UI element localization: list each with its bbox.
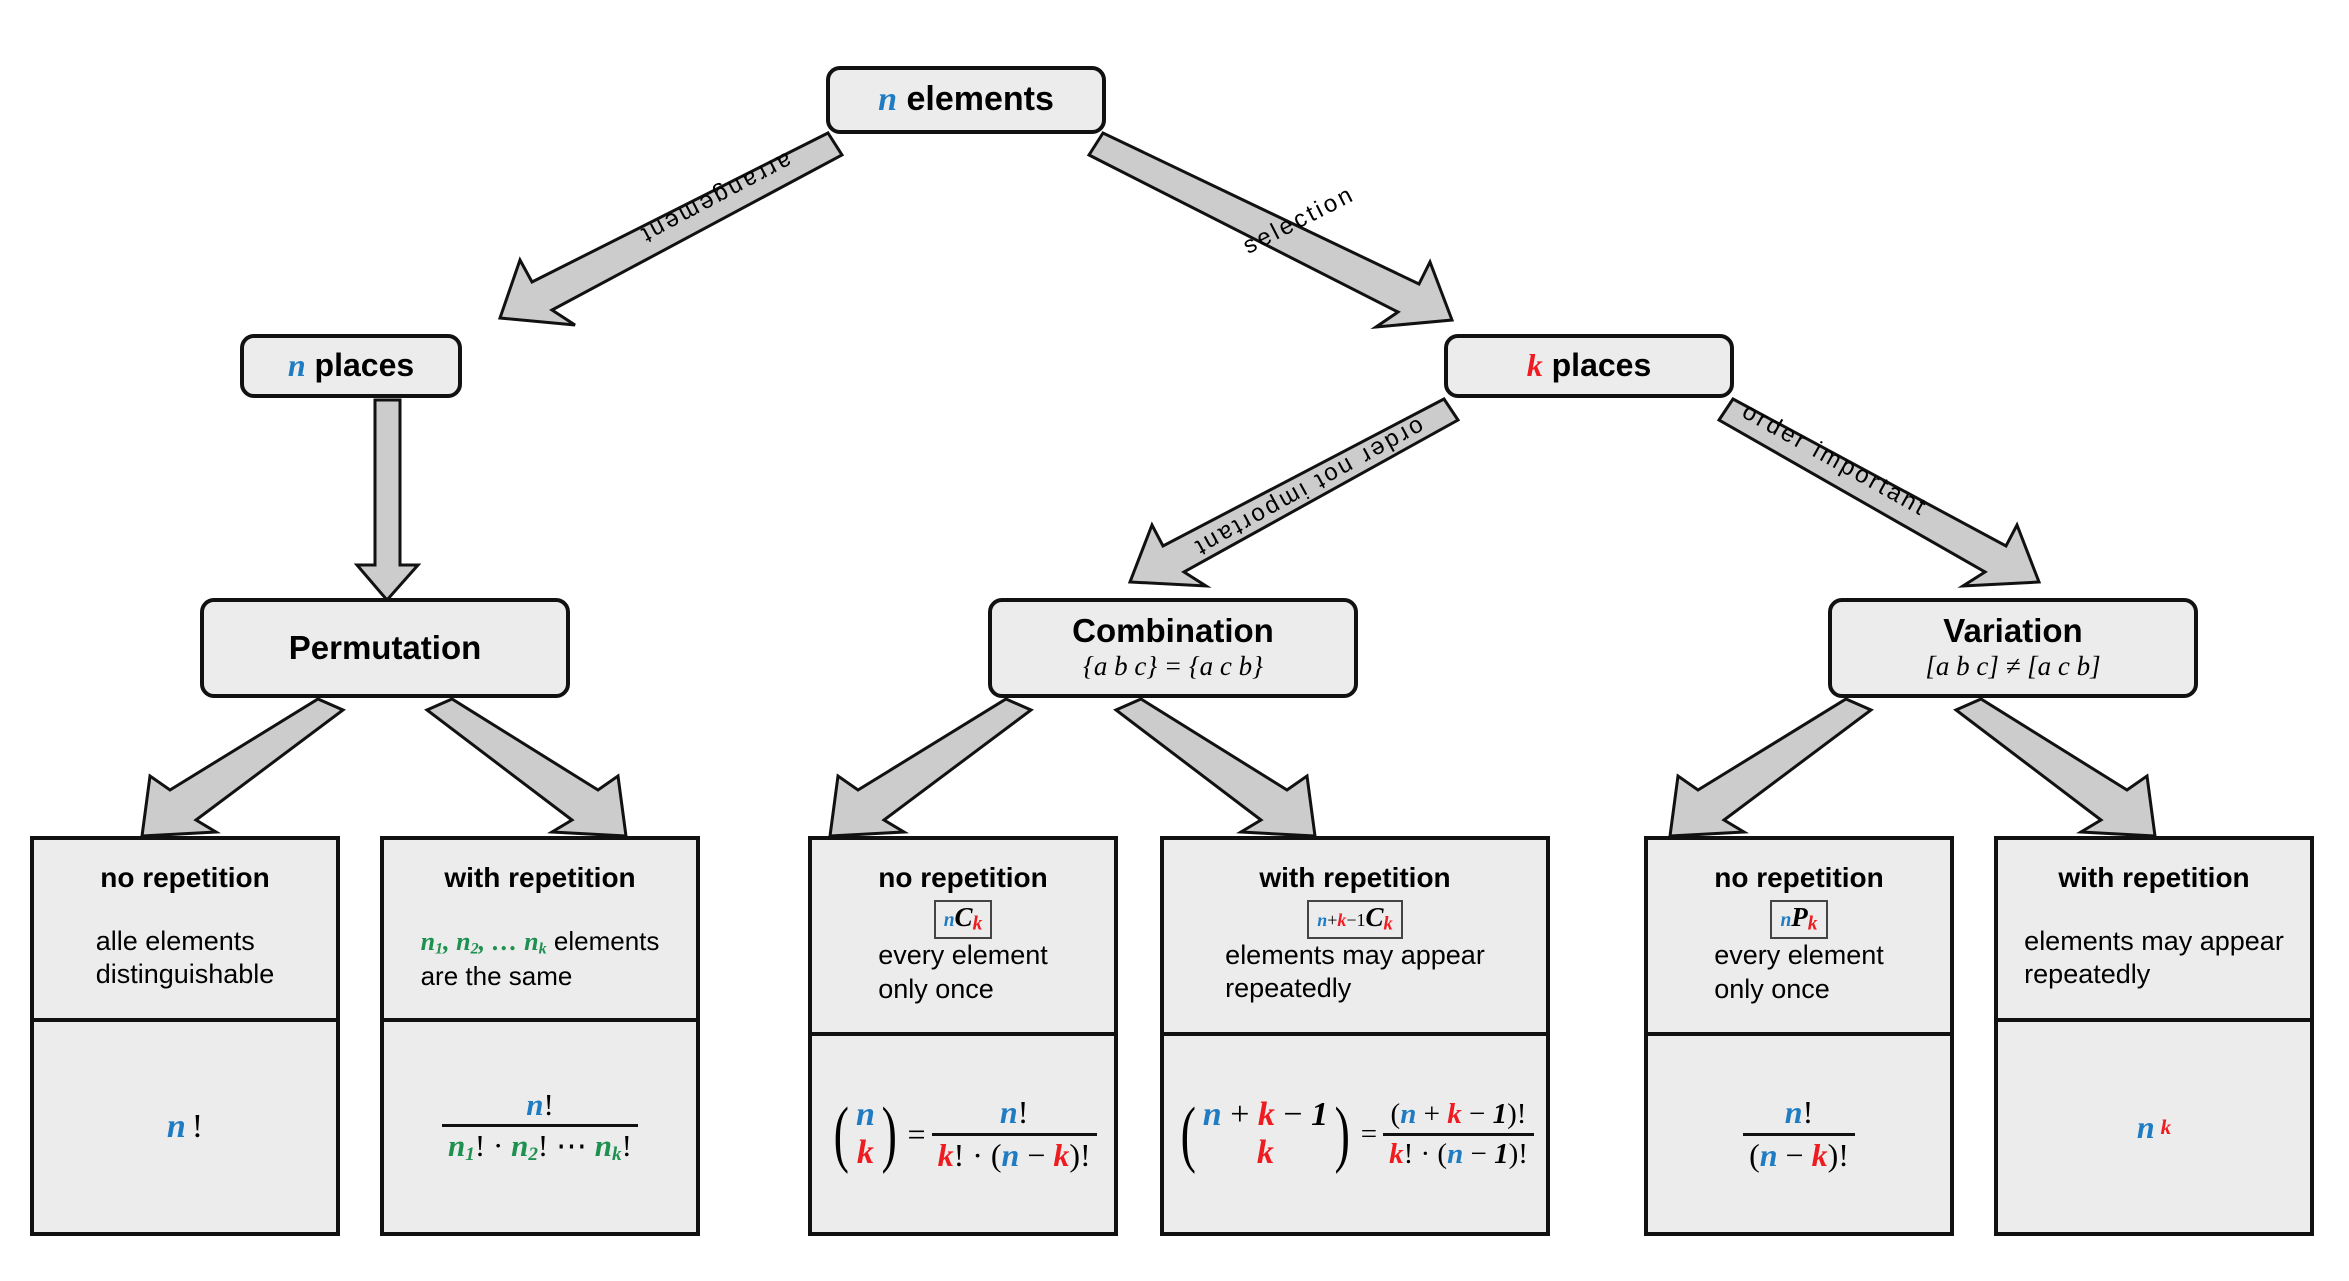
leaf-combination-no-repetition[interactable]: no repetition nCk every element only onc… [808, 836, 1118, 1236]
arrow-var-with-rep [1953, 697, 2157, 838]
leaf-top-cell: no repetition nCk every element only onc… [812, 840, 1114, 1037]
arrow-var-no-rep [1668, 697, 1874, 838]
arrow-perm-no-rep [140, 697, 346, 838]
arrow-selection [1086, 131, 1455, 330]
leaf-head: no repetition [878, 862, 1048, 893]
node-k-places-label: k places [1526, 347, 1652, 384]
node-variation[interactable]: Variation [a b c] ≠ [a c b] [1828, 598, 2198, 698]
leaf-formula: n! [166, 1108, 204, 1145]
node-n-elements-text: elements [906, 80, 1054, 119]
arrow-order-important [1716, 397, 2042, 588]
node-n-places-text: places [314, 347, 415, 384]
leaf-desc: elements may appear repeatedly [2024, 925, 2284, 990]
node-n-places[interactable]: n places [240, 334, 462, 398]
node-combination[interactable]: Combination {a b c} = {a c b} [988, 598, 1358, 698]
variable-k: k [2160, 1114, 2172, 1139]
leaf-desc: every element only once [1714, 939, 1884, 1004]
leaf-bottom-cell: n! (n − k)! [1648, 1036, 1950, 1232]
node-combination-sub: {a b c} = {a c b} [1083, 651, 1263, 682]
node-combination-title: Combination [1072, 611, 1274, 649]
variable-n: n [166, 1108, 186, 1145]
node-n-elements-label: n elements [878, 80, 1054, 119]
arrow-n-places-to-permutation [353, 398, 422, 603]
leaf-top-cell: with repetition n+k−1Ck elements may app… [1164, 840, 1546, 1037]
leaf-bottom-cell: ( n + k − 1 k ) = (n + k − 1)! k! · (n −… [1164, 1036, 1546, 1232]
node-k-places-text: places [1551, 347, 1652, 384]
leaf-combination-with-repetition[interactable]: with repetition n+k−1Ck elements may app… [1160, 836, 1550, 1236]
leaf-formula: ( n + k − 1 k ) = (n + k − 1)! k! · (n −… [1176, 1096, 1534, 1172]
variable-n: n [2136, 1108, 2155, 1145]
node-n-places-label: n places [287, 347, 415, 384]
arrow-perm-with-rep [424, 697, 628, 838]
node-permutation-title: Permutation [288, 628, 482, 666]
arrow-comb-with-rep [1113, 697, 1317, 838]
leaf-head: with repetition [2058, 862, 2250, 893]
variable-k: k [1526, 347, 1543, 384]
leaf-head: no repetition [100, 862, 270, 893]
leaf-top-cell: with repetition elements may appear repe… [1998, 840, 2310, 1022]
leaf-head: with repetition [444, 862, 636, 893]
arrow-comb-no-rep [828, 697, 1034, 838]
leaf-variation-no-repetition[interactable]: no repetition nPk every element only onc… [1644, 836, 1954, 1236]
leaf-formula: n! (n − k)! [1743, 1094, 1855, 1174]
node-n-elements[interactable]: n elements [826, 66, 1106, 134]
leaf-symbol: nCk [933, 900, 993, 939]
node-k-places[interactable]: k places [1444, 334, 1734, 398]
leaf-head: with repetition [1259, 862, 1451, 893]
leaf-symbol: n+k−1Ck [1307, 900, 1403, 939]
arrow-order-not-important [1127, 397, 1461, 588]
variable-n: n [287, 347, 306, 384]
node-variation-title: Variation [1943, 611, 2083, 649]
leaf-bottom-cell: n! n1! · n2! ⋯ nk! [384, 1022, 696, 1232]
leaf-formula: n! n1! · n2! ⋯ nk! [442, 1087, 638, 1166]
variable-n: n [878, 81, 898, 119]
node-permutation[interactable]: Permutation [200, 598, 570, 698]
leaf-head: no repetition [1714, 862, 1884, 893]
leaf-bottom-cell: n! [34, 1022, 336, 1232]
variable-n-group: n1, n2, … nk [420, 926, 547, 958]
leaf-desc: elements may appear repeatedly [1225, 939, 1485, 1004]
leaf-top-cell: no repetition alle elements distinguisha… [34, 840, 336, 1022]
leaf-permutation-no-repetition[interactable]: no repetition alle elements distinguisha… [30, 836, 340, 1236]
binomial-coefficient: ( n + k − 1 k ) [1180, 1092, 1351, 1175]
node-variation-sub: [a b c] ≠ [a c b] [1925, 651, 2101, 682]
leaf-top-cell: no repetition nPk every element only onc… [1648, 840, 1950, 1037]
leaf-desc: every element only once [878, 939, 1048, 1004]
leaf-variation-with-repetition[interactable]: with repetition elements may appear repe… [1994, 836, 2314, 1236]
leaf-symbol: nPk [1770, 900, 1828, 939]
leaf-desc: alle elements distinguishable [95, 925, 275, 990]
arrow-arrangement [497, 131, 845, 327]
